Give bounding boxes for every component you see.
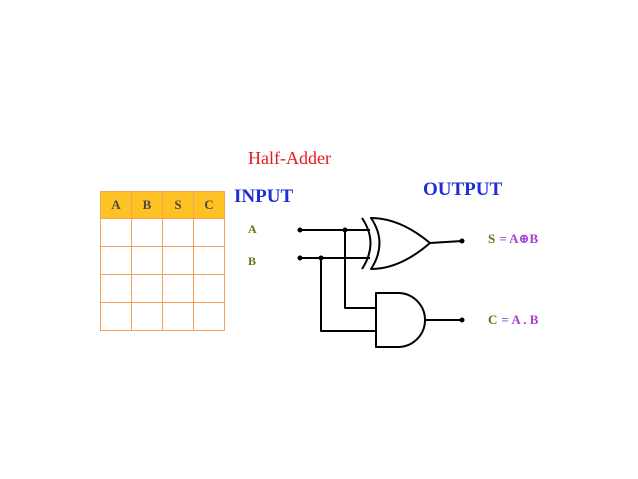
table-cell — [131, 246, 163, 275]
table-cell — [162, 302, 194, 331]
table-cell — [162, 274, 194, 303]
table-cell — [100, 302, 132, 331]
table-row — [100, 274, 225, 303]
input-label-b: B — [248, 254, 257, 268]
header-s: S — [162, 191, 194, 219]
input-label-a: A — [248, 222, 257, 236]
truth-table: A B S C — [100, 191, 225, 331]
table-cell — [193, 218, 225, 247]
diagram-title: Half-Adder — [248, 148, 331, 168]
carry-terminal — [459, 317, 465, 323]
carry-variable: C — [488, 312, 498, 327]
table-cell — [100, 274, 132, 303]
table-cell — [193, 274, 225, 303]
input-b-terminal — [297, 255, 303, 261]
table-row — [100, 302, 225, 331]
carry-expression: = A . B — [501, 312, 539, 327]
sum-terminal — [459, 238, 465, 244]
sum-variable: S — [488, 231, 496, 246]
table-cell — [193, 246, 225, 275]
table-cell — [162, 218, 194, 247]
truth-table-header-row: A B S C — [100, 191, 225, 219]
table-cell — [193, 302, 225, 331]
junction-a — [342, 227, 348, 233]
sum-expression: = A⊕B — [499, 231, 539, 246]
input-heading: INPUT — [234, 186, 294, 207]
and-gate — [375, 292, 426, 348]
table-cell — [100, 218, 132, 247]
output-heading: OUTPUT — [423, 179, 503, 200]
junction-b — [318, 255, 324, 261]
carry-output-label: C= A . B — [488, 312, 538, 328]
table-cell — [100, 246, 132, 275]
table-cell — [131, 302, 163, 331]
xor-gate — [370, 217, 431, 270]
table-cell — [131, 274, 163, 303]
wire-sum — [429, 240, 463, 244]
wire-b-to-and — [320, 258, 376, 332]
sum-output-label: S= A⊕B — [488, 231, 538, 247]
input-a-terminal — [297, 227, 303, 233]
header-a: A — [100, 191, 132, 219]
wire-a-to-and — [344, 230, 376, 309]
xor-gate-extra-arc — [361, 217, 372, 270]
header-c: C — [193, 191, 225, 219]
